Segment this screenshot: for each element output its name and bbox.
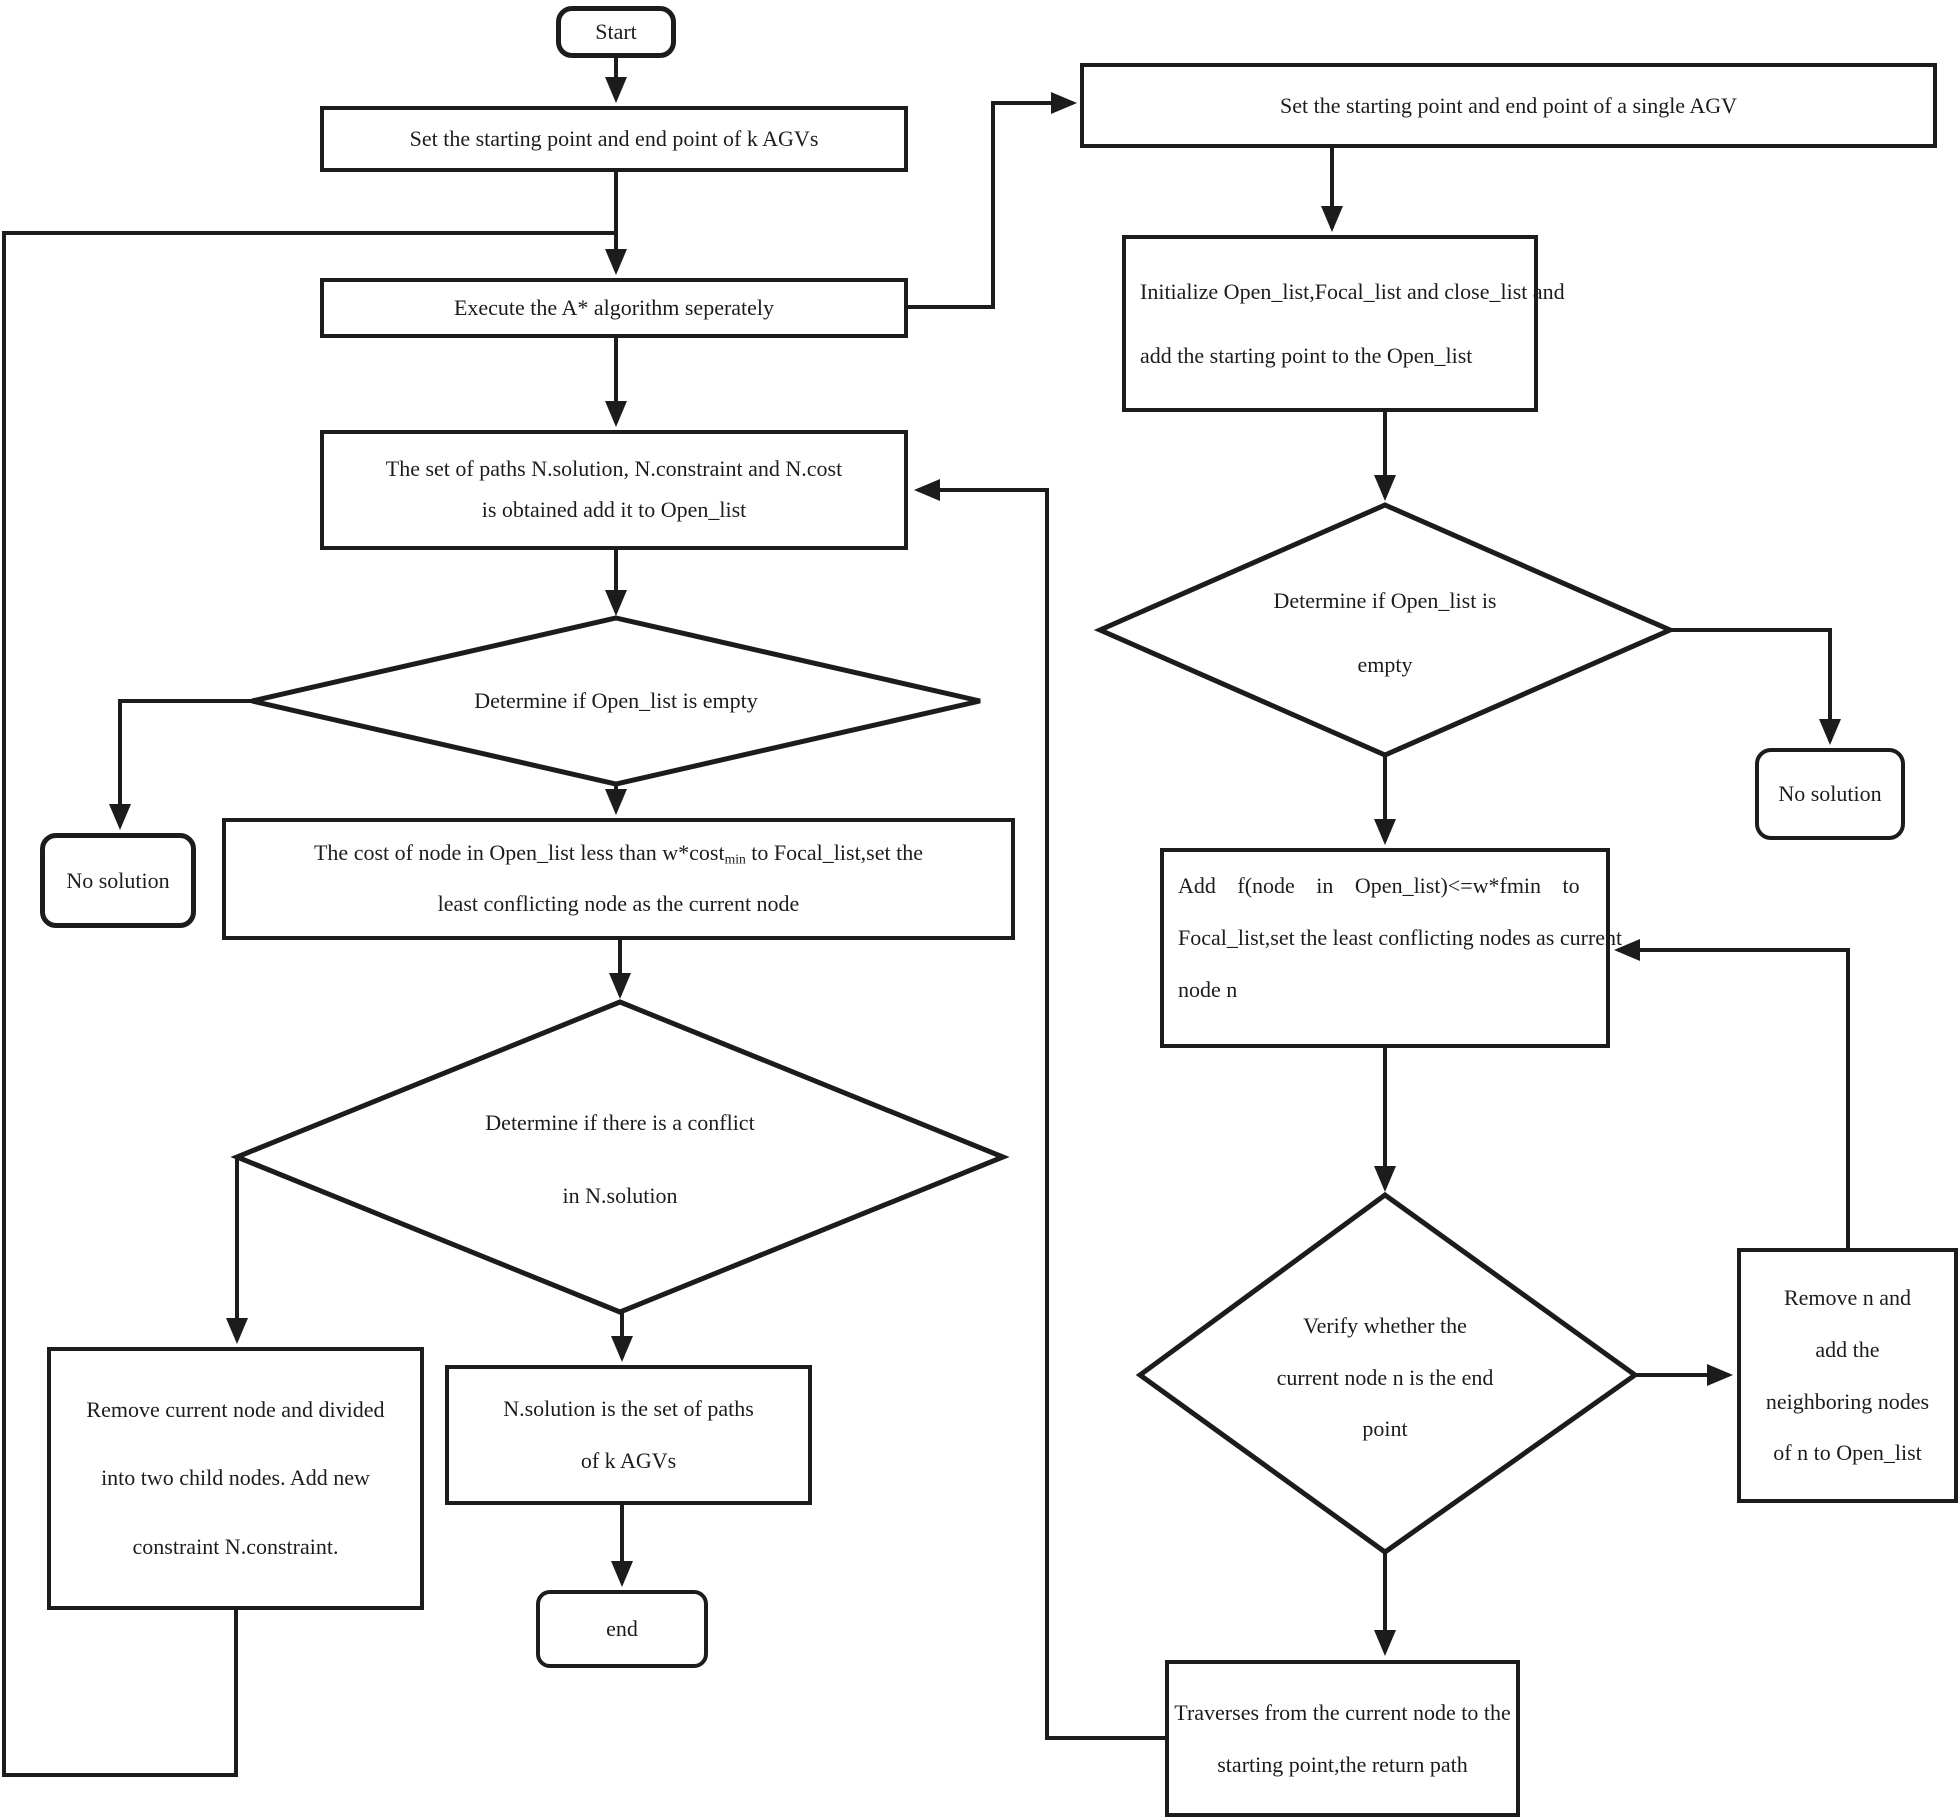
process-focal-cost: The cost of node in Open_list less than …: [222, 818, 1015, 940]
process-remove-n-neighbors: Remove n and add the neighboring nodes o…: [1737, 1248, 1958, 1503]
process-nsolution-line-2: of k AGVs: [580, 1448, 677, 1473]
diamond-verify-end-point: [1135, 1191, 1640, 1556]
process-remove-split-node: Remove current node and divided into two…: [47, 1347, 424, 1610]
process-initialize-line-1: Initialize Open_list,Focal_list and clos…: [1140, 278, 1565, 304]
process-remove-split-line-3: constraint N.constraint.: [132, 1533, 339, 1559]
arrow-diamond-right1-to-nosolution-right: [1670, 628, 1841, 745]
feedback-loop-remove-to-execute: [2, 231, 614, 1777]
process-add-focal-line-3: node n: [1178, 976, 1238, 1002]
process-focal-cost-line-2: least conflicting node as the current no…: [437, 891, 800, 916]
process-focal-cost-line-1: The cost of node in Open_list less than …: [313, 840, 923, 867]
start-terminator: Start: [556, 6, 676, 58]
process-remove-n-line-1: Remove n and: [1783, 1284, 1912, 1310]
terminator-no-solution-left: No solution: [40, 833, 196, 928]
process-remove-split-line-1: Remove current node and divided: [86, 1397, 385, 1423]
process-nsolution-result: N.solution is the set of paths of k AGVs: [445, 1365, 812, 1505]
end-label: end: [606, 1616, 638, 1641]
arrow-execute-to-single: [908, 92, 1077, 309]
process-add-focal-line-1: Add f(node in Open_list)<=w*fmin to: [1178, 873, 1580, 898]
process-paths-line-2: is obtained add it to Open_list: [481, 497, 747, 522]
loop-remove-n-to-addf: [1614, 939, 1850, 1248]
process-paths-line-1: The set of paths N.solution, N.constrain…: [385, 456, 843, 482]
cost-min-subscript: min: [724, 851, 746, 867]
process-initialize-lists: Initialize Open_list,Focal_list and clos…: [1122, 235, 1565, 412]
process-set-single-agv: Set the starting point and end point of …: [1080, 63, 1937, 148]
terminator-no-solution-right: No solution: [1755, 748, 1905, 840]
process-initialize-line-2: add the starting point to the Open_list: [1140, 342, 1473, 368]
start-label: Start: [595, 19, 637, 44]
process-execute-astar-label: Execute the A* algorithm seperately: [453, 295, 775, 320]
process-traverse-line-1: Traverses from the current node to the: [1174, 1699, 1511, 1725]
no-solution-right-label: No solution: [1778, 781, 1882, 806]
process-traverse-line-2: starting point,the return path: [1217, 1751, 1468, 1777]
diamond-conflict-check: [230, 999, 1010, 1315]
process-add-focal-line-2: Focal_list,set the least conflicting nod…: [1178, 924, 1623, 950]
process-paths-obtained: The set of paths N.solution, N.constrain…: [320, 430, 908, 550]
process-set-k-agvs-label: Set the starting point and end point of …: [409, 126, 819, 151]
arrow-diamond1-to-nosolution-left: [109, 699, 252, 830]
diamond-openlist-empty-right: [1093, 502, 1677, 758]
process-execute-astar: Execute the A* algorithm seperately: [320, 278, 908, 338]
no-solution-left-label: No solution: [66, 867, 170, 893]
process-remove-n-line-4: of n to Open_list: [1773, 1440, 1922, 1466]
process-add-focal-fmin: Add f(node in Open_list)<=w*fmin to Foca…: [1160, 848, 1622, 1048]
process-remove-split-line-2: into two child nodes. Add new: [101, 1465, 370, 1491]
process-remove-n-line-3: neighboring nodes: [1765, 1388, 1930, 1414]
process-remove-n-line-2: add the: [1815, 1336, 1880, 1362]
process-set-k-agvs: Set the starting point and end point of …: [320, 106, 908, 172]
process-traverse-return-path: Traverses from the current node to the s…: [1165, 1660, 1520, 1817]
end-terminator: end: [536, 1590, 708, 1668]
diamond-openlist-empty-left: [251, 615, 981, 787]
process-set-single-agv-label: Set the starting point and end point of …: [1279, 92, 1738, 118]
loop-traverse-to-paths: [914, 479, 1165, 1740]
process-nsolution-line-1: N.solution is the set of paths: [503, 1396, 754, 1422]
